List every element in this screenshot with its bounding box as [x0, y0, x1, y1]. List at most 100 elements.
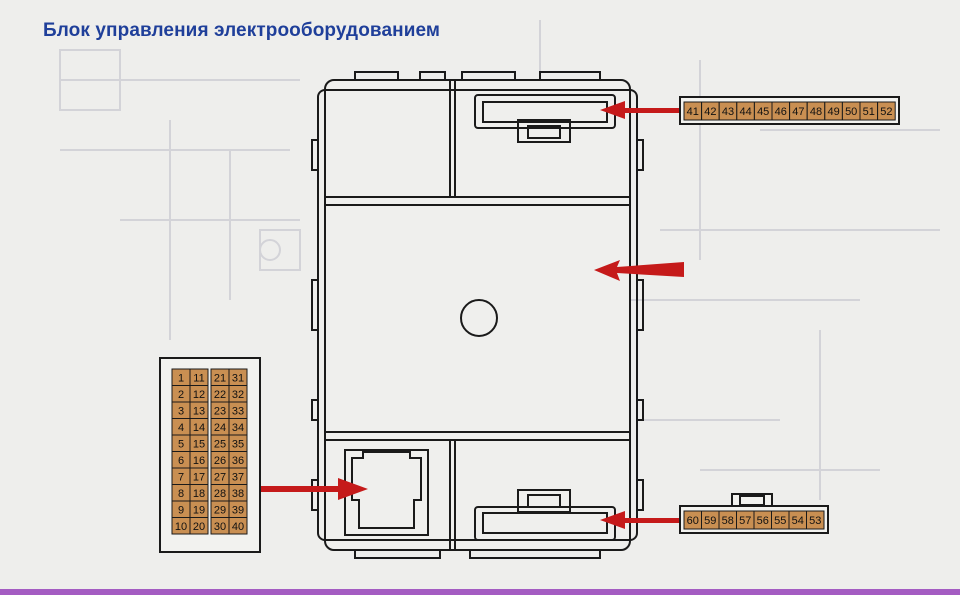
pin-32: 32: [228, 385, 248, 403]
pin-21: 21: [210, 368, 230, 386]
pin-label: 36: [232, 455, 244, 467]
pin-label: 37: [232, 471, 244, 483]
pin-39: 39: [228, 500, 248, 518]
pin-label: 14: [193, 422, 205, 434]
pin-45: 45: [753, 101, 773, 121]
pin-label: 44: [739, 106, 751, 118]
pin-42: 42: [701, 101, 720, 121]
pin-23: 23: [210, 401, 230, 419]
pin-label: 29: [214, 504, 226, 516]
pin-label: 45: [757, 106, 769, 118]
pin-4: 4: [171, 418, 191, 436]
pin-59: 59: [701, 510, 720, 530]
pin-label: 54: [792, 515, 804, 527]
pin-label: 8: [178, 488, 184, 500]
pin-label: 11: [193, 372, 204, 384]
pin-31: 31: [228, 368, 248, 386]
pin-label: 40: [232, 521, 244, 533]
pin-29: 29: [210, 500, 230, 518]
connector-left-pins: 1234567891011121314151617181920212223242…: [171, 368, 248, 535]
pin-label: 3: [178, 405, 184, 417]
pin-label: 22: [214, 389, 226, 401]
pin-label: 20: [193, 521, 205, 533]
bottom-stripe: [0, 589, 960, 595]
pin-label: 32: [232, 389, 244, 401]
pin-26: 26: [210, 451, 230, 469]
pin-label: 34: [232, 422, 244, 434]
pin-label: 6: [178, 455, 184, 467]
pin-56: 56: [753, 510, 772, 530]
pin-52: 52: [877, 101, 896, 121]
pin-8: 8: [171, 484, 191, 502]
pin-46: 46: [771, 101, 791, 121]
pin-19: 19: [189, 500, 209, 518]
arrow-bottom-left: [252, 478, 368, 500]
pin-label: 57: [739, 515, 751, 527]
pin-label: 43: [722, 106, 734, 118]
pin-label: 23: [214, 405, 226, 417]
pin-16: 16: [189, 451, 209, 469]
pin-55: 55: [771, 510, 790, 530]
pin-label: 48: [810, 106, 822, 118]
pin-18: 18: [189, 484, 209, 502]
pin-label: 13: [193, 405, 205, 417]
pin-17: 17: [189, 467, 209, 485]
pin-57: 57: [736, 510, 755, 530]
pin-15: 15: [189, 434, 209, 452]
pin-label: 25: [214, 438, 226, 450]
pin-label: 35: [232, 438, 244, 450]
pin-label: 1: [178, 372, 184, 384]
pin-44: 44: [736, 101, 755, 121]
pin-13: 13: [189, 401, 209, 419]
pin-40: 40: [228, 517, 248, 535]
pin-22: 22: [210, 385, 230, 403]
arrows: [252, 101, 686, 529]
pin-label: 9: [178, 504, 184, 516]
pin-28: 28: [210, 484, 230, 502]
pin-10: 10: [171, 517, 191, 535]
pin-3: 3: [171, 401, 191, 419]
pin-48: 48: [806, 101, 826, 121]
pin-41: 41: [683, 101, 703, 121]
pin-label: 12: [193, 389, 205, 401]
pin-label: 15: [193, 438, 205, 450]
pin-label: 31: [232, 372, 244, 384]
pin-label: 27: [214, 471, 226, 483]
center-mount-hole: [460, 299, 498, 337]
control-unit-body: [311, 71, 644, 559]
pin-label: 59: [704, 515, 716, 527]
pin-60: 60: [683, 510, 702, 530]
pin-30: 30: [210, 517, 230, 535]
pin-label: 39: [232, 504, 244, 516]
pin-label: 26: [214, 455, 226, 467]
pin-6: 6: [171, 451, 191, 469]
arrow-middle: [594, 260, 684, 281]
pin-label: 51: [863, 106, 875, 118]
pin-label: 5: [178, 438, 184, 450]
pin-label: 58: [722, 515, 734, 527]
pin-label: 24: [214, 422, 226, 434]
pin-27: 27: [210, 467, 230, 485]
pin-label: 21: [214, 372, 226, 384]
pin-label: 42: [704, 106, 716, 118]
pin-47: 47: [789, 101, 808, 121]
pin-label: 7: [178, 471, 184, 483]
pin-label: 41: [687, 106, 699, 118]
pin-label: 49: [827, 106, 839, 118]
pin-5: 5: [171, 434, 191, 452]
pin-label: 47: [792, 106, 804, 118]
pin-label: 19: [193, 504, 205, 516]
pin-9: 9: [171, 500, 191, 518]
pin-51: 51: [859, 101, 879, 121]
pin-label: 52: [880, 106, 892, 118]
pin-12: 12: [189, 385, 209, 403]
pin-54: 54: [788, 510, 807, 530]
pin-33: 33: [228, 401, 248, 419]
pin-24: 24: [210, 418, 230, 436]
pin-25: 25: [210, 434, 230, 452]
pin-label: 16: [193, 455, 205, 467]
arrow-top-right: [600, 101, 682, 119]
